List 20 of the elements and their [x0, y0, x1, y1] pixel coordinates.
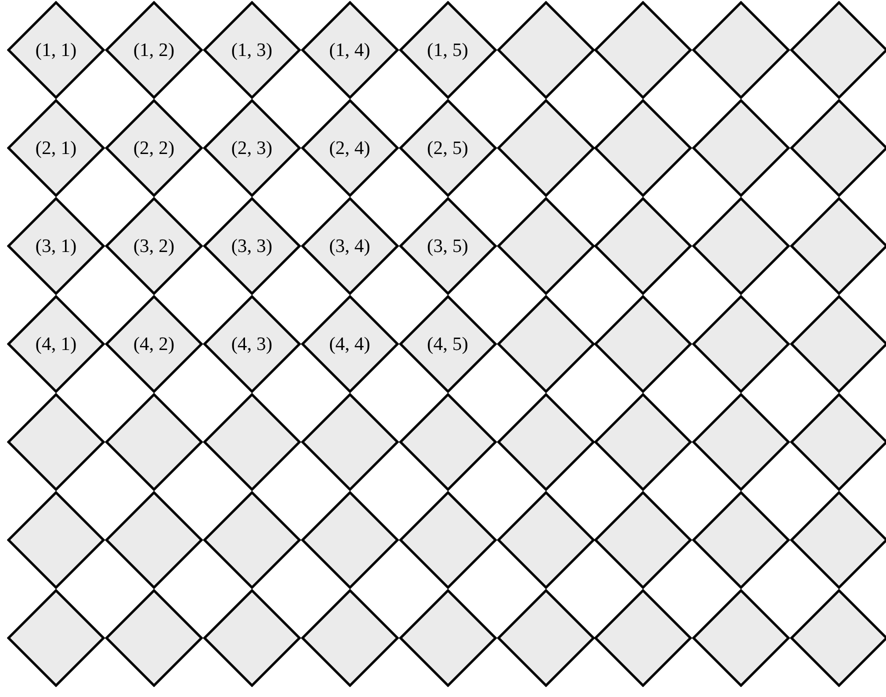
coordinate-label: (3, 5)	[427, 236, 468, 256]
coordinate-label: (2, 1)	[35, 138, 77, 158]
coordinate-label: (4, 1)	[35, 334, 77, 354]
coordinate-label: (2, 3)	[231, 138, 272, 158]
coordinate-label: (4, 5)	[427, 334, 468, 354]
coordinate-label: (2, 2)	[133, 138, 174, 158]
coordinate-label: (2, 5)	[427, 138, 468, 158]
coordinate-label: (4, 2)	[133, 334, 174, 354]
coordinate-label: (4, 3)	[231, 334, 272, 354]
coordinate-label: (1, 1)	[35, 40, 77, 60]
coordinate-label: (2, 4)	[329, 138, 370, 158]
coordinate-label: (3, 3)	[231, 236, 272, 256]
coordinate-label: (1, 5)	[427, 40, 468, 60]
coordinate-label: (4, 4)	[329, 334, 370, 354]
coordinate-label: (1, 2)	[133, 40, 174, 60]
coordinate-label: (3, 1)	[35, 236, 77, 256]
coordinate-label: (3, 2)	[133, 236, 174, 256]
coordinate-label: (1, 3)	[231, 40, 272, 60]
coordinate-label: (1, 4)	[329, 40, 370, 60]
coordinate-label: (3, 4)	[329, 236, 370, 256]
